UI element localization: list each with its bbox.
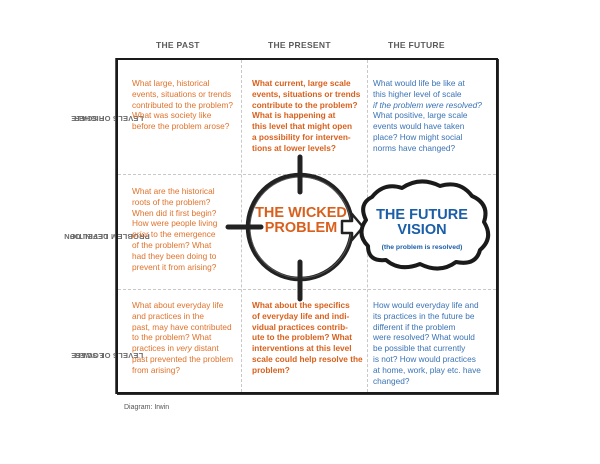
grid-frame (116, 58, 498, 394)
grid-divider-vertical-1 (241, 60, 242, 392)
column-header-future: THE FUTURE (388, 40, 445, 50)
column-header-present: THE PRESENT (268, 40, 331, 50)
column-header-past: THE PAST (156, 40, 200, 50)
grid-divider-vertical-2 (367, 60, 368, 392)
future-vision-subtitle: (the problem is resolved) (381, 244, 463, 251)
grid-divider-horizontal-1 (118, 174, 496, 175)
grid-divider-horizontal-2 (118, 289, 496, 290)
diagram-credit: Diagram: Irwin (124, 404, 170, 411)
